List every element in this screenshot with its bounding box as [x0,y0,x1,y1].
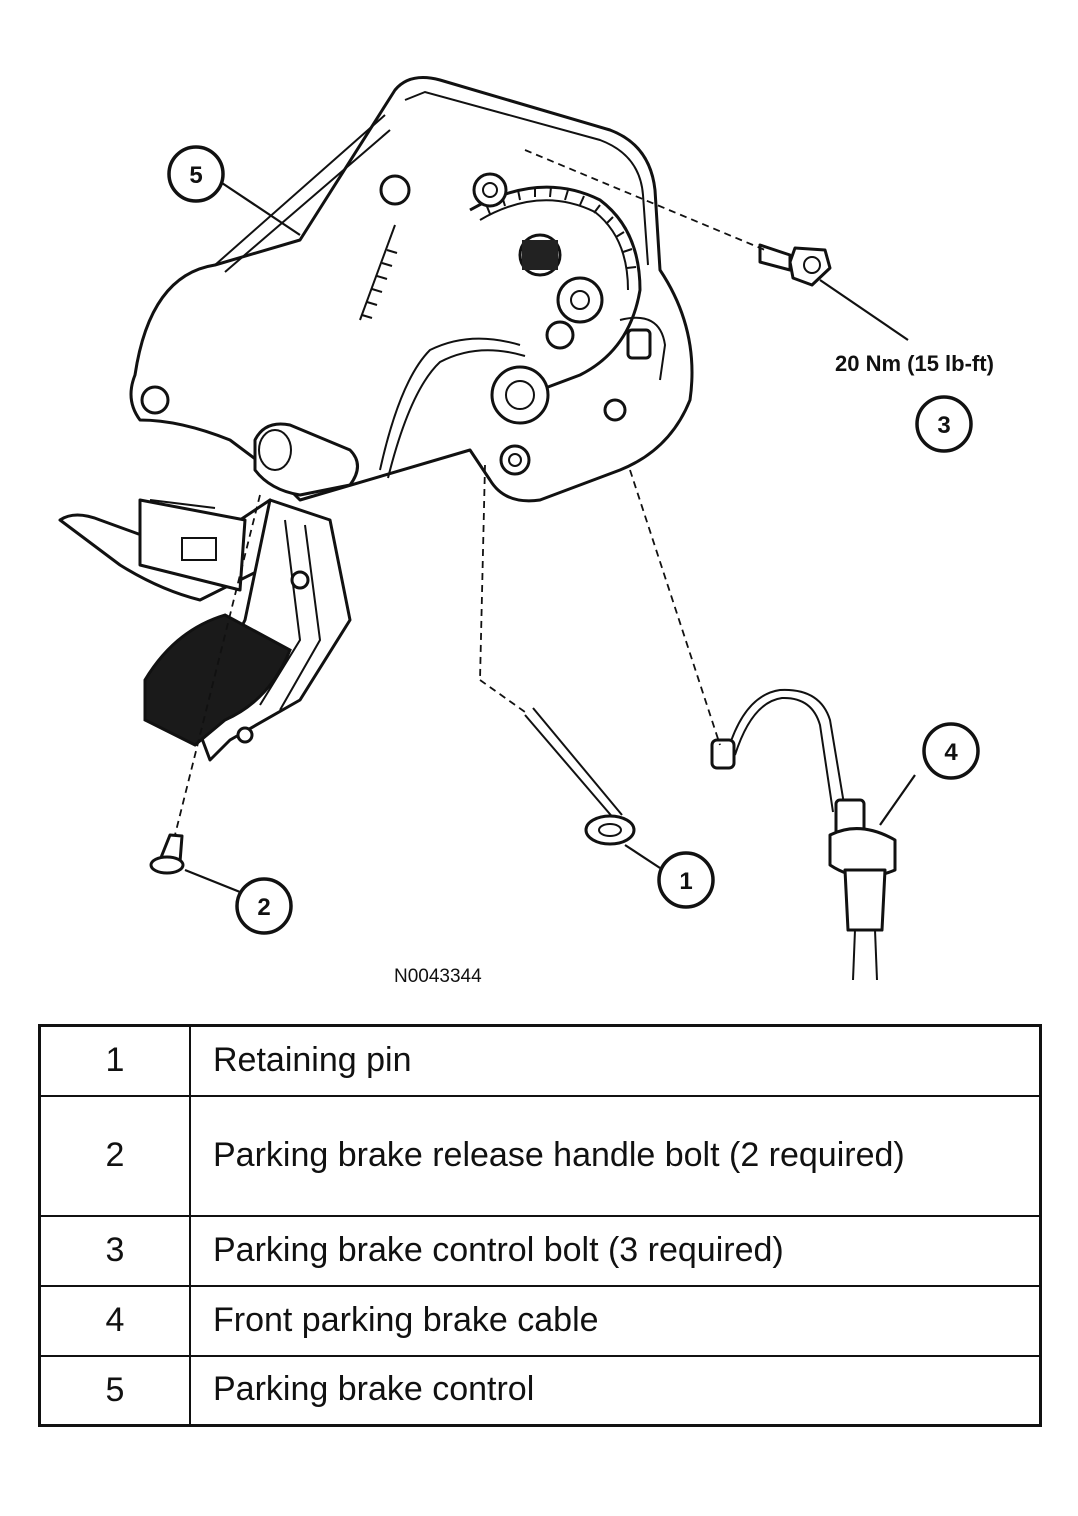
svg-text:5: 5 [189,162,202,189]
legend-number: 4 [38,1284,191,1357]
legend-number: 2 [38,1094,191,1217]
legend-number: 5 [38,1354,191,1427]
release-handle-bolt-illustration [149,833,185,875]
legend-number: 3 [38,1214,191,1287]
control-bolt-illustration [758,243,832,287]
brake-pedal-illustration [143,498,352,762]
release-handle-illustration [58,498,282,602]
svg-text:3: 3 [937,412,950,439]
svg-text:1: 1 [679,868,692,895]
callout-3: 3 [915,395,973,453]
legend-number: 1 [38,1024,191,1097]
svg-text:4: 4 [944,739,958,766]
callout-4: 4 [922,722,980,780]
leader-lines [184,182,916,894]
front-cable-illustration [710,688,897,981]
torque-spec-label: 20 Nm (15 lb-ft) [835,351,994,376]
parking-brake-diagram: 5 3 4 1 2 20 Nm (15 lb-ft) N0043344 [58,76,994,987]
explode-lines [174,149,766,836]
legend-description: Front parking brake cable [189,1284,1042,1357]
svg-text:2: 2 [257,894,270,921]
legend-description: Retaining pin [189,1024,1042,1097]
retaining-pin-illustration [524,707,636,846]
legend-description: Parking brake release handle bolt (2 req… [189,1094,1042,1217]
parking-brake-control-illustration [129,76,694,503]
legend-description: Parking brake control bolt (3 required) [189,1214,1042,1287]
figure-id: N0043344 [394,966,482,987]
callout-1: 1 [657,851,715,909]
callout-2: 2 [235,877,293,935]
callout-5: 5 [167,145,225,203]
legend-description: Parking brake control [189,1354,1042,1427]
